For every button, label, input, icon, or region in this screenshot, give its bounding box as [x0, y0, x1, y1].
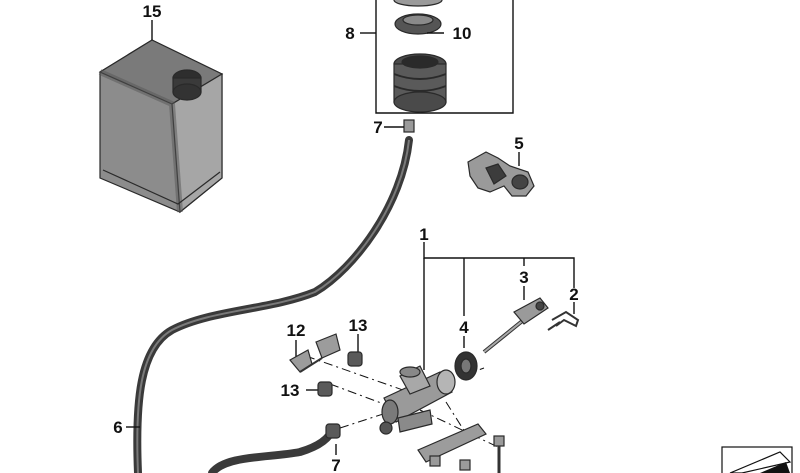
callout-12: 12	[287, 321, 306, 340]
fluid-container-part	[98, 39, 224, 214]
hose-lower-part	[208, 424, 337, 473]
pushrod-part	[482, 297, 549, 354]
callout-5: 5	[514, 134, 523, 153]
callout-4: 4	[459, 318, 469, 337]
bushing-part	[317, 351, 363, 439]
callout-1: 1	[419, 225, 428, 244]
callout-7-top: 7	[373, 118, 382, 137]
leader-lines	[126, 20, 575, 455]
callout-8: 8	[345, 24, 354, 43]
corner-symbol-icon	[721, 446, 793, 473]
seal-part	[454, 351, 478, 381]
callout-13-upper: 13	[349, 316, 368, 335]
callout-13-lower: 13	[281, 381, 300, 400]
callout-3: 3	[519, 268, 528, 287]
callout-7-bottom: 7	[331, 456, 340, 473]
lower-bracket-part	[417, 423, 505, 473]
callout-10: 10	[453, 24, 472, 43]
callout-2: 2	[569, 285, 578, 304]
cylinder-assembly-part	[379, 365, 456, 435]
bracket-part	[289, 333, 341, 373]
clamp-part	[467, 151, 535, 197]
reservoir-group	[375, 0, 514, 133]
callout-6: 6	[113, 418, 122, 437]
callout-15: 15	[143, 2, 162, 21]
clip-part	[547, 310, 580, 331]
callout-labels: 15 8 10 7 5 1 3 2 4 12 13 13 6 7	[113, 2, 578, 473]
